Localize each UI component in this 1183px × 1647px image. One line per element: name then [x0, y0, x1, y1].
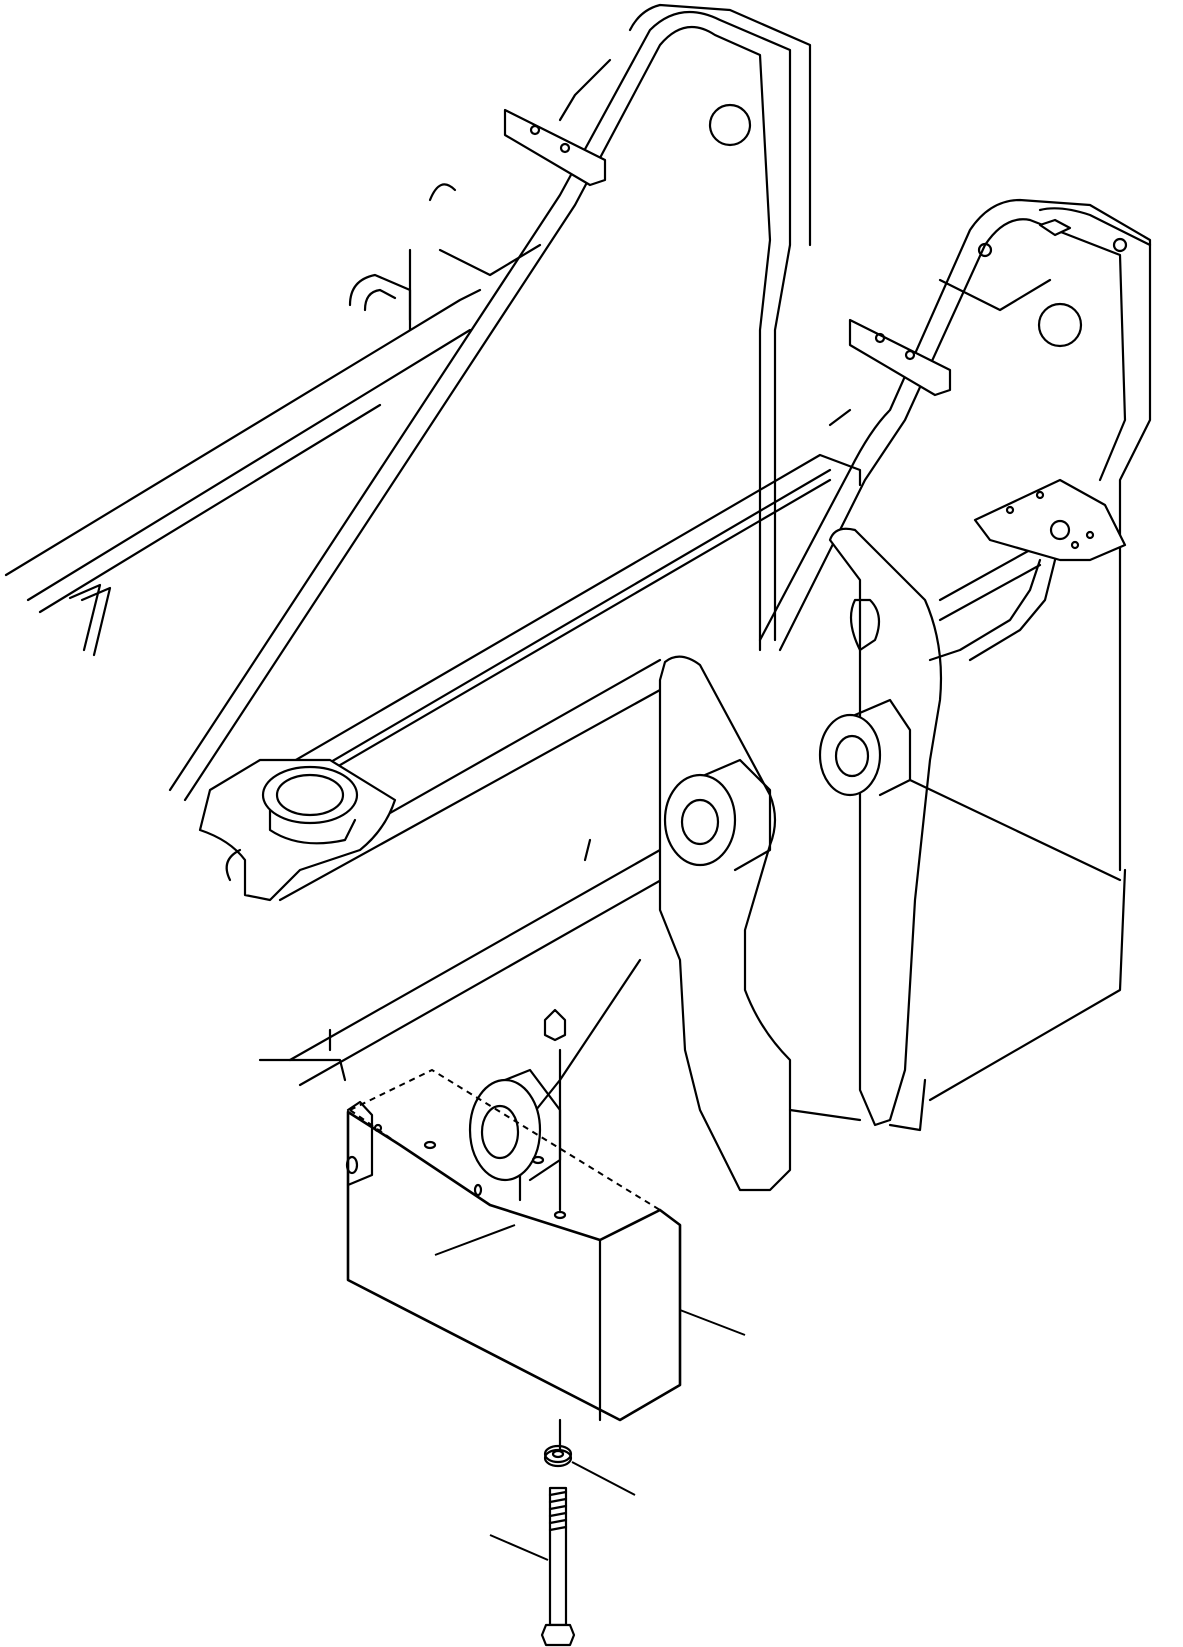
bolt [540, 1486, 576, 1647]
leader-washer [571, 1461, 636, 1496]
leader-counterweight [434, 1224, 516, 1256]
leader-block-side [679, 1309, 746, 1336]
counterweight-assembly [345, 958, 682, 1452]
leader-bolt [489, 1534, 549, 1561]
mount-plate [928, 478, 1127, 662]
washer [543, 1444, 573, 1468]
pivot-plate [658, 527, 1127, 1192]
lift-arm-right [758, 198, 1152, 872]
callout-leaders [434, 1224, 746, 1561]
lift-arm-left [4, 3, 812, 802]
cross-tube [198, 453, 862, 1087]
